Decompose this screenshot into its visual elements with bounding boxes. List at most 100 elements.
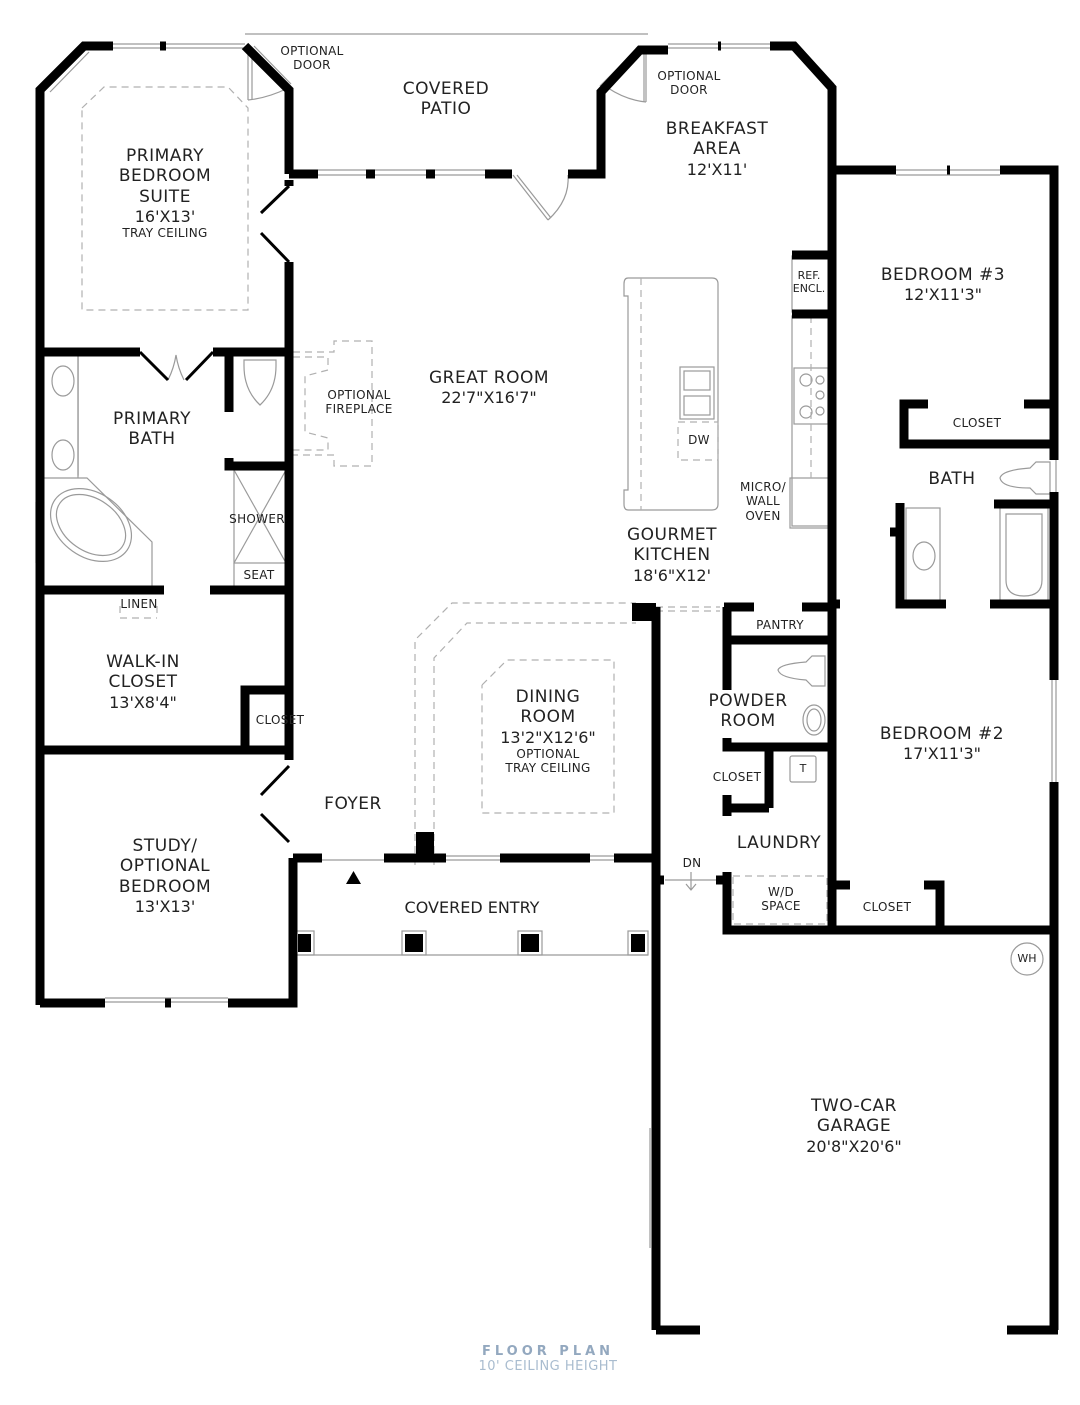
- plan-footer: FLOOR PLAN 10' CEILING HEIGHT: [479, 1344, 618, 1374]
- room-name: DINING: [515, 687, 581, 707]
- room-name: BEDROOM #2: [879, 724, 1005, 744]
- room-name: PATIO: [420, 99, 472, 120]
- room-dimensions: 16'X13': [134, 207, 196, 227]
- room-label-study: STUDY/ OPTIONAL BEDROOM 13'X13': [119, 836, 211, 916]
- room-name: TWO-CAR: [811, 1096, 897, 1116]
- room-label-primary-bedroom: PRIMARY BEDROOM SUITE 16'X13' TRAY CEILI…: [119, 146, 211, 241]
- room-label-covered-patio: COVERED PATIO: [403, 79, 489, 120]
- label-text: T: [799, 762, 807, 775]
- room-name: POWDER: [708, 691, 788, 711]
- door-leaves: [138, 184, 291, 844]
- label-text: SHOWER: [229, 512, 285, 526]
- room-label-primary-bath: PRIMARY BATH: [113, 409, 191, 450]
- room-label-breakfast-area: BREAKFAST AREA 12'X11': [666, 119, 769, 179]
- label-down-stairs: DN: [683, 856, 702, 870]
- room-name: PRIMARY: [126, 146, 204, 166]
- label-laundry-closet: CLOSET: [713, 770, 761, 784]
- label-text: OPTIONAL: [280, 44, 344, 58]
- label-optional-door-right: OPTIONAL DOOR: [657, 69, 720, 98]
- label-ref-enclosure: REF. ENCL.: [793, 269, 825, 295]
- room-label-foyer: FOYER: [324, 794, 382, 814]
- room-name: KITCHEN: [633, 545, 711, 566]
- label-bedroom3-closet: CLOSET: [953, 416, 1001, 430]
- plan-title: FLOOR PLAN: [481, 1344, 615, 1359]
- plan-subtitle: 10' CEILING HEIGHT: [478, 1359, 618, 1374]
- room-dimensions: 20'8"X20'6": [806, 1136, 902, 1156]
- room-name: BEDROOM: [118, 876, 212, 897]
- label-text: PANTRY: [756, 618, 804, 632]
- room-dimensions: 12'X11'3": [903, 285, 983, 305]
- label-text: DOOR: [293, 58, 331, 73]
- label-dishwasher: DW: [688, 433, 710, 447]
- room-label-garage: TWO-CAR GARAGE 20'8"X20'6": [806, 1096, 902, 1156]
- label-text: OPTIONAL: [327, 388, 391, 402]
- label-text: DW: [688, 433, 710, 447]
- room-dimensions: 13'X8'4": [109, 692, 177, 712]
- room-label-covered-entry: COVERED ENTRY: [405, 898, 540, 917]
- room-name: AREA: [693, 139, 741, 160]
- wall-blocks: [298, 603, 656, 952]
- label-t-box: T: [800, 762, 807, 775]
- label-text: SEAT: [243, 568, 275, 582]
- label-text: SPACE: [761, 899, 801, 914]
- room-name: STUDY/: [132, 836, 198, 856]
- room-label-laundry: LAUNDRY: [737, 833, 821, 853]
- room-name: COVERED: [402, 79, 490, 99]
- room-name: CLOSET: [108, 672, 178, 693]
- label-linen: LINEN: [120, 597, 157, 611]
- room-label-gourmet-kitchen: GOURMET KITCHEN 18'6"X12': [627, 525, 717, 585]
- label-wd-space: W/D SPACE: [761, 885, 801, 914]
- walls: [35, 41, 1059, 1335]
- label-text: REF.: [797, 269, 821, 282]
- label-optional-door-left: OPTIONAL DOOR: [280, 44, 343, 73]
- dashed-lines: [81, 86, 835, 925]
- label-text: FIREPLACE: [325, 402, 393, 417]
- label-micro-wall-oven: MICRO/ WALL OVEN: [740, 480, 786, 523]
- room-label-bedroom-2: BEDROOM #2 17'X11'3": [880, 724, 1004, 764]
- label-text: CLOSET: [862, 900, 912, 914]
- room-label-walk-in-closet: WALK-IN CLOSET 13'X8'4": [106, 652, 180, 712]
- room-name: ROOM: [520, 707, 576, 728]
- label-optional-fireplace: OPTIONAL FIREPLACE: [325, 388, 392, 417]
- label-text: W/D: [767, 885, 795, 899]
- room-name: PRIMARY: [113, 409, 191, 429]
- label-water-heater: WH: [1017, 952, 1036, 965]
- label-shower: SHOWER: [229, 512, 285, 526]
- label-text: DOOR: [670, 83, 708, 98]
- room-name: BEDROOM: [118, 166, 212, 187]
- label-text: CLOSET: [712, 770, 762, 784]
- label-bedroom2-closet: CLOSET: [863, 900, 911, 914]
- label-pantry: PANTRY: [756, 618, 804, 632]
- room-name: GREAT ROOM: [428, 368, 550, 388]
- room-name: BREAKFAST: [665, 119, 769, 139]
- room-note: OPTIONAL: [516, 746, 580, 761]
- room-name: GARAGE: [816, 1116, 892, 1137]
- room-dimensions: 13'2"X12'6": [500, 727, 596, 747]
- room-name: SUITE: [139, 186, 191, 207]
- label-text: CLOSET: [952, 416, 1002, 430]
- room-dimensions: 13'X13': [134, 897, 196, 917]
- room-label-dining-room: DINING ROOM 13'2"X12'6" OPTIONAL TRAY CE…: [500, 687, 596, 776]
- room-name: BATH: [128, 429, 176, 450]
- room-label-powder-room: POWDER ROOM: [708, 691, 787, 732]
- room-label-bath: BATH: [928, 469, 975, 489]
- room-dimensions: 12'X11': [686, 159, 748, 179]
- label-text: WH: [1017, 952, 1037, 965]
- label-text: OPTIONAL: [657, 69, 721, 83]
- room-name: BATH: [928, 469, 976, 489]
- room-name: COVERED ENTRY: [404, 898, 540, 917]
- label-foyer-closet: CLOSET: [256, 713, 304, 727]
- label-text: ENCL.: [792, 282, 826, 296]
- room-dimensions: 17'X11'3": [902, 744, 982, 764]
- room-dimensions: 18'6"X12': [632, 565, 712, 585]
- room-name: WALK-IN: [106, 652, 180, 672]
- room-note: TRAY CEILING: [122, 226, 208, 241]
- label-text: DN: [682, 856, 702, 870]
- label-seat: SEAT: [243, 568, 274, 582]
- room-label-great-room: GREAT ROOM 22'7"X16'7": [429, 368, 549, 408]
- room-dimensions: 22'7"X16'7": [441, 388, 537, 408]
- label-text: LINEN: [120, 597, 158, 611]
- room-name: OPTIONAL: [119, 856, 211, 877]
- room-note: TRAY CEILING: [505, 761, 591, 776]
